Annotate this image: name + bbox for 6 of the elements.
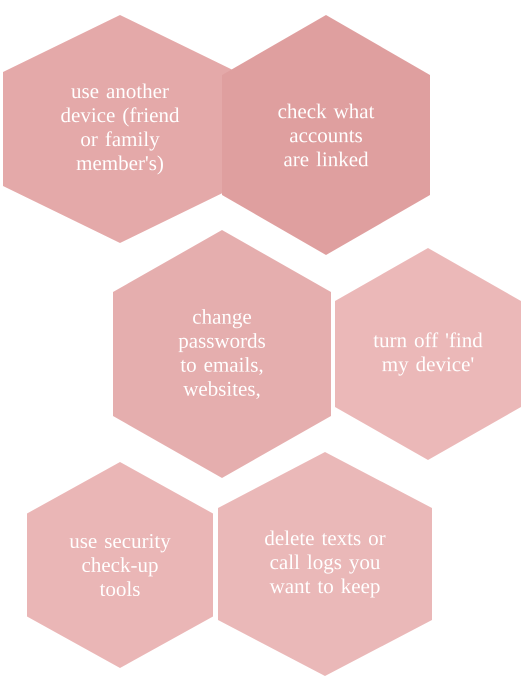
hexagon: use another device (friend or family member's) (3, 15, 237, 243)
hexagon: turn off 'find my device' (335, 248, 521, 460)
hexagon: check what accounts are linked (222, 15, 430, 255)
hexagon: change passwords to emails, websites, (113, 230, 331, 478)
hexagon: delete texts or call logs you want to keep (218, 452, 432, 676)
hexagon: use security check-up tools (27, 462, 213, 668)
